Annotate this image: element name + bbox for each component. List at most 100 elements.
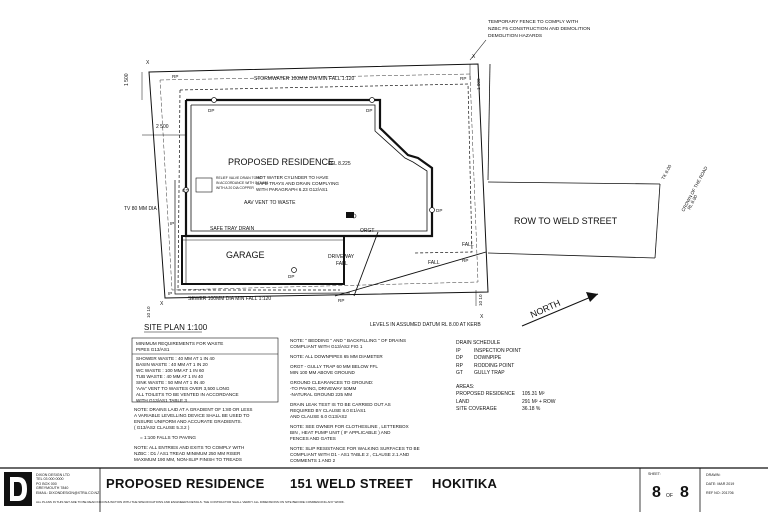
company-line: TEL 03 000 0000 xyxy=(36,477,64,482)
waste-row: BASIN WASTE : 40 MM AT 1 IN 20 xyxy=(136,362,208,367)
exit-note-line: NOTE: ALL ENTRIES AND EXITS TO COMPLY WI… xyxy=(134,445,245,450)
right-of-way xyxy=(487,63,661,259)
hot-water-note-2: SAFE TRAYS AND DRAIN COMPLYING xyxy=(256,181,339,186)
area-value: 291 M² + ROW xyxy=(522,398,556,405)
site-boundary xyxy=(148,63,489,299)
title-address: 151 WELD STREET xyxy=(290,476,413,491)
downpipe-markers xyxy=(183,97,435,273)
ffl-label: FFL 8.225 xyxy=(328,161,351,167)
fall-label-2: FALL xyxy=(428,260,440,266)
ip-label-1: IP xyxy=(168,291,172,296)
dp-label-4: DP xyxy=(288,274,294,279)
dp-label-3: DP xyxy=(436,208,442,213)
schedule-desc: DOWNPIPE xyxy=(474,355,502,361)
dimension-marks xyxy=(141,64,477,306)
copyright-note: ALL PLANS IN THIS SET ARE TO BE READ IN … xyxy=(36,500,345,504)
rp-label-3: RP xyxy=(462,258,468,263)
drawn-label: DRAWN: xyxy=(706,473,721,477)
x-mark-2: X xyxy=(472,54,476,60)
dim-1500: 1 500 xyxy=(124,73,130,86)
note-line: AND CLAUSE 6.0 G13/AS2 xyxy=(290,414,347,419)
schedule-code: DP xyxy=(456,355,463,361)
levels-note: LEVELS IN ASSUMED DATUM RL 8.00 AT KERB xyxy=(370,322,481,328)
general-notes: NOTE: " BEDDING " AND " BACKFILLING " OF… xyxy=(290,338,420,464)
drain-note-line: ( G13/AS2 CLAUSE 5.3.2 ) xyxy=(134,425,190,430)
exit-note-line: NZBC : D1 / AS1 TREAD MINIMUM 250 MM RIS… xyxy=(134,451,241,456)
note-line: DRAIN LEAK TEST IS TO BE CARRIED OUT AS xyxy=(290,402,391,407)
area-name: SITE COVERAGE xyxy=(456,406,497,412)
sheet-total: 8 xyxy=(680,484,689,501)
ip-label-2: IP xyxy=(170,221,174,226)
drain-note-line: A VARIABLE LEVELLING DEVICE SHALL BE USE… xyxy=(134,413,250,418)
company-line: DIXON DESIGN LTD xyxy=(36,473,70,477)
dim-1010-left: 10 10 xyxy=(146,306,151,318)
gully-trap-box xyxy=(346,212,354,218)
title-project: PROPOSED RESIDENCE xyxy=(106,476,265,491)
temp-fence-note-1: TEMPORARY FENCE TO COMPLY WITH xyxy=(488,19,579,25)
exit-note-line: MAXIMUM 190 MM, NON-SLIP FINISH TO TREAD… xyxy=(134,457,242,462)
sheet-number: 8 xyxy=(652,484,661,501)
waste-pipe-table-frame xyxy=(131,337,279,403)
stormwater-drain-left xyxy=(177,89,340,291)
relief-valve-note-2: IN ACCORDANCE WITH G12/AS1 xyxy=(216,181,269,185)
crown-label-1: CROWN OF THE ROAD xyxy=(680,165,708,212)
sheet-label: SHEET: xyxy=(648,472,661,476)
sheet-of: OF xyxy=(666,493,673,499)
dim-1010-right: 10 10 xyxy=(478,294,483,306)
company-line: PO BOX 000 xyxy=(36,481,57,486)
company-details: DIXON DESIGN LTD TEL 03 000 0000 PO BOX … xyxy=(36,473,99,495)
dim-2500: 2 500 xyxy=(156,124,169,130)
orgt-label: ORGT xyxy=(360,228,374,234)
schedule-desc: GULLY TRAP xyxy=(474,370,505,376)
schedule-desc: RODDING POINT xyxy=(474,362,515,369)
waste-row: WC WASTE : 100 MM AT 1 IN 60 xyxy=(136,368,205,373)
waste-row: ALL TOILETS TO BE VENTED IN ACCORDANCE xyxy=(136,392,239,397)
schedule-desc: INSPECTION POINT xyxy=(474,347,522,354)
rp-label-2: RP xyxy=(460,76,466,81)
temp-fence-note-3: DEMOLITION HAZARDS xyxy=(488,33,542,39)
dim-1000: 1 000 xyxy=(476,78,481,90)
driveway-label: DRIVEWAY xyxy=(328,254,355,260)
area-name: PROPOSED RESIDENCE xyxy=(456,391,515,397)
note-line: BIN , HEAT PUMP UNIT ( IF APPLICABLE ) A… xyxy=(290,430,391,435)
date-label: DATE: MAR 2019 xyxy=(706,482,735,486)
drain-note-line: ENSURE UNIFORM AND ACCURATE GRADIENTS. xyxy=(134,419,242,424)
company-line: EMAIL: DIXONDESIGN@XTRA.CO.NZ xyxy=(36,490,100,495)
dp-label-2: DP xyxy=(366,108,372,113)
drain-gradient-note: NOTE: DRAINS LAID AT A GRADIENT OF 1:80 … xyxy=(134,407,252,463)
note-line: -NATURAL GROUND 225 MM xyxy=(290,392,353,397)
title-block-frame xyxy=(0,467,768,512)
residence-label: PROPOSED RESIDENCE xyxy=(228,157,334,167)
title-town: HOKITIKA xyxy=(432,476,498,491)
tv-label: TV 80 MM DIA xyxy=(124,206,157,212)
hot-water-note-1: HOT WATER CYLINDER TO HAVE xyxy=(256,175,328,180)
aav-label: AAV VENT TO WASTE xyxy=(244,200,296,206)
note-line: MIN 100 MM ABOVE GROUND xyxy=(290,370,355,375)
x-mark-1: X xyxy=(146,60,150,66)
gully-trap xyxy=(351,213,357,219)
areas-title: AREAS: xyxy=(456,383,475,390)
note-line: NOTE: SLIP RESISTANCE FOR WALKING SURFAC… xyxy=(290,446,420,451)
driveway-fall-label: FALL xyxy=(336,261,348,267)
temp-fence-leader xyxy=(469,39,487,61)
x-mark-3: X xyxy=(160,301,164,307)
tk-label: TK 8.00 xyxy=(660,164,672,181)
company-line: GREYMOUTH 7840 xyxy=(36,486,69,491)
note-line: NOTE: " BEDDING " AND " BACKFILLING " OF… xyxy=(290,338,407,343)
note-line: FENCES AND GATES xyxy=(290,436,336,441)
waste-row: 'AAV' VENT TO WASTES OVER 3,500 LONG xyxy=(136,386,230,391)
note-line: GROUND CLEARANCES TO GROUND: xyxy=(290,380,374,385)
rp-label-4: RP xyxy=(338,298,344,303)
driveway-fall-line xyxy=(353,231,379,297)
company-logo xyxy=(4,472,32,506)
area-value: 36.18 % xyxy=(522,406,541,412)
waste-title-2: PIPES G13/AS1 xyxy=(136,347,170,352)
drain-schedule-title: DRAIN SCHEDULE xyxy=(456,340,501,346)
stormwater-label: STORMWATER 100MM DIA MIN FALL 1:120 xyxy=(254,76,355,82)
